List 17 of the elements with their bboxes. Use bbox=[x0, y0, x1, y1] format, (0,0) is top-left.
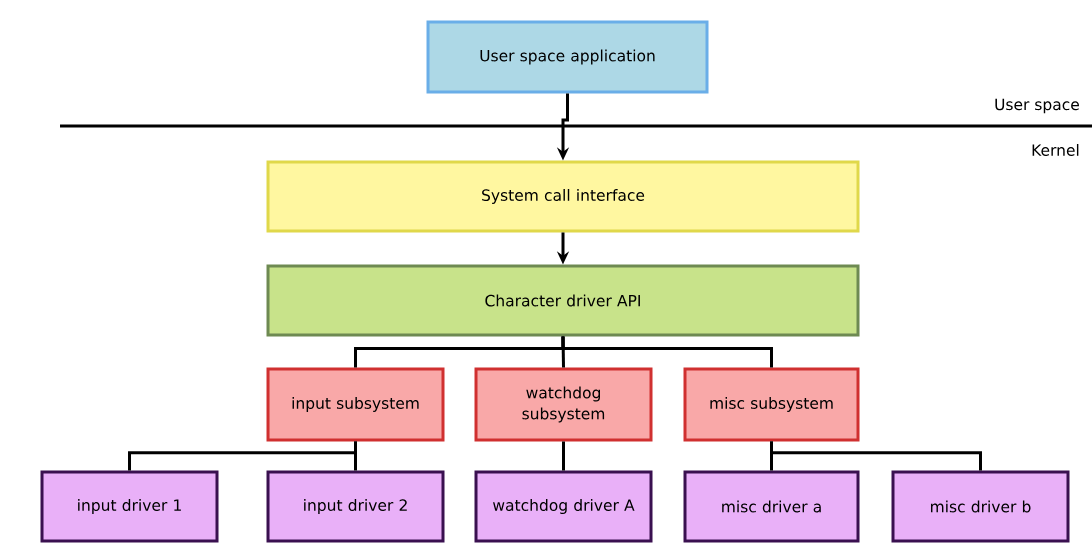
driver-box: watchdog driver A bbox=[474, 470, 653, 543]
interface-box: System call interface bbox=[266, 160, 860, 233]
subsystem-box: input subsystem bbox=[266, 367, 445, 442]
connector-line bbox=[561, 336, 773, 368]
driver-box: misc driver a bbox=[683, 470, 860, 543]
subsystem-box: misc subsystem bbox=[683, 367, 860, 442]
connector-line bbox=[770, 441, 982, 471]
application-box: User space application bbox=[426, 20, 709, 94]
connector-line bbox=[562, 441, 565, 471]
driver-box: input driver 1 bbox=[40, 470, 219, 543]
region-label: Kernel bbox=[1032, 144, 1079, 156]
region-label: User space bbox=[995, 98, 1079, 114]
connector-line bbox=[354, 441, 357, 471]
driver-box: misc driver b bbox=[891, 470, 1070, 543]
driver-box: input driver 2 bbox=[266, 470, 445, 543]
subsystem-box: watchdog subsystem bbox=[474, 367, 653, 442]
api-box: Character driver API bbox=[266, 264, 860, 337]
